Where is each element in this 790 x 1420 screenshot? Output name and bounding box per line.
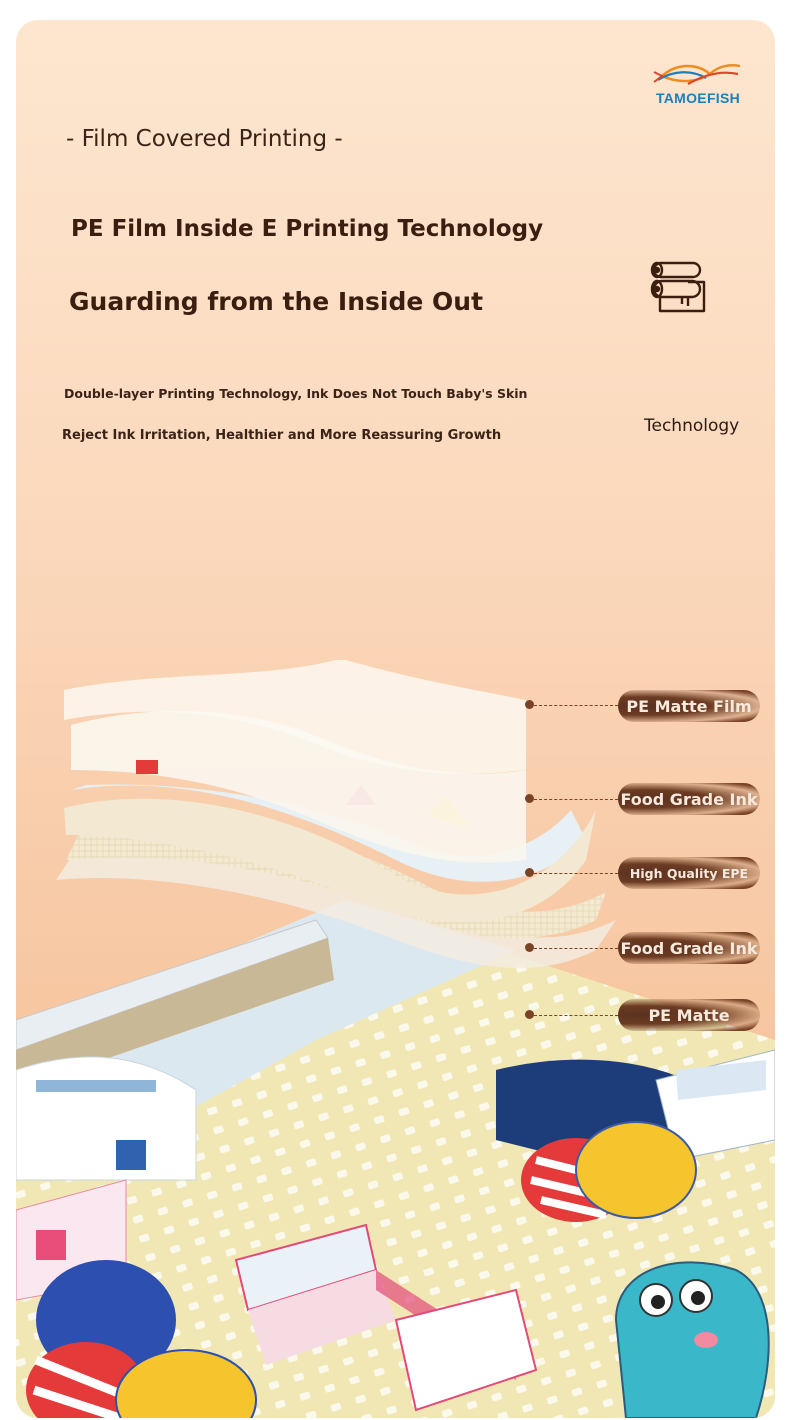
product-card: TAMOEFISH - Film Covered Printing - PE F…	[16, 20, 775, 1418]
leader-line-4	[534, 948, 618, 949]
film-roll-icon	[648, 260, 708, 320]
headline-primary: PE Film Inside E Printing Technology	[71, 216, 544, 242]
layer-marker-3	[525, 868, 534, 877]
technology-label: Technology	[644, 416, 740, 436]
shop-illustration	[234, 1223, 538, 1412]
layer-marker-1	[525, 700, 534, 709]
monster-illustration	[614, 1261, 770, 1418]
leader-line-1	[534, 705, 618, 706]
body-line-2: Reject Ink Irritation, Healthier and Mor…	[62, 428, 502, 443]
layer-label-5: PE Matte	[618, 999, 760, 1031]
brand-name: TAMOEFISH	[655, 90, 741, 106]
layer-label-2: Food Grade Ink	[618, 783, 760, 815]
section-title: - Film Covered Printing -	[66, 126, 343, 152]
layer-label-3: High Quality EPE	[618, 857, 760, 889]
leader-line-2	[534, 799, 618, 800]
brand-logo: TAMOEFISH	[648, 60, 748, 110]
layer-label-4: Food Grade Ink	[618, 932, 760, 964]
balloon-illustration	[26, 1121, 697, 1418]
headline-secondary: Guarding from the Inside Out	[69, 287, 484, 316]
leader-line-5	[534, 1015, 618, 1016]
layer-marker-4	[525, 943, 534, 952]
layer-marker-2	[525, 794, 534, 803]
fish-logo-icon	[653, 64, 741, 85]
layer-label-1: PE Matte Film	[618, 690, 760, 722]
body-line-1: Double-layer Printing Technology, Ink Do…	[64, 386, 528, 401]
layer-stack	[56, 660, 616, 969]
layer-marker-5	[525, 1010, 534, 1019]
layer-illustration	[16, 660, 775, 1418]
leader-line-3	[534, 873, 618, 874]
